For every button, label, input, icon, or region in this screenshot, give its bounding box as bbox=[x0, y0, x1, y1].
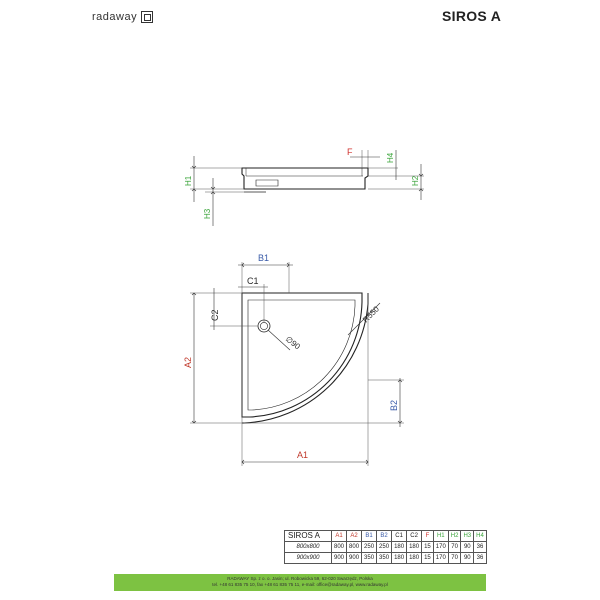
table-row: 900x900 900 900 350 350 180 180 15 170 7… bbox=[284, 552, 487, 564]
tray-inner-basin bbox=[247, 299, 356, 411]
table-cell: 250 bbox=[376, 541, 393, 553]
logo-square-icon bbox=[141, 11, 154, 23]
tray-side-profile bbox=[241, 167, 369, 190]
dimensions-table: SIROS A A1 A2 B1 B2 C1 C2 F H1 H2 H3 H4 … bbox=[284, 530, 487, 564]
table-header-cell: B1 bbox=[361, 530, 378, 542]
label-a2: A2 bbox=[183, 357, 193, 368]
table-cell: 350 bbox=[361, 552, 378, 564]
table-cell: 900x900 bbox=[284, 552, 332, 564]
table-cell: 250 bbox=[361, 541, 378, 553]
table-header-row: SIROS A A1 A2 B1 B2 C1 C2 F H1 H2 H3 H4 bbox=[284, 530, 487, 542]
footer-contact: tel. +48 61 835 75 10, fax +48 61 835 75… bbox=[212, 582, 388, 587]
table-cell: 900 bbox=[346, 552, 363, 564]
product-title: SIROS A bbox=[442, 8, 502, 24]
tray-outline bbox=[241, 292, 363, 418]
table-cell: 36 bbox=[473, 552, 487, 564]
table-header-cell: C1 bbox=[391, 530, 408, 542]
label-h1: H1 bbox=[184, 175, 193, 186]
label-b1: B1 bbox=[258, 253, 269, 263]
table-cell: 800 bbox=[330, 541, 348, 553]
table-cell: 900 bbox=[330, 552, 348, 564]
table-cell: 36 bbox=[473, 541, 487, 553]
table-header-cell: C2 bbox=[406, 530, 423, 542]
label-h4: H4 bbox=[386, 152, 395, 163]
company-footer: RADAWAY Sp. z o. o. Jasin; ul. Robowicka… bbox=[114, 574, 486, 591]
table-header-cell: F bbox=[421, 530, 434, 542]
side-view: F H4 H1 H2 H3 bbox=[184, 147, 424, 226]
table-header-cell: A1 bbox=[330, 530, 348, 542]
footer-address: RADAWAY Sp. z o. o. Jasin; ul. Robowicka… bbox=[227, 576, 373, 581]
label-f: F bbox=[347, 147, 353, 157]
table-cell: 90 bbox=[460, 552, 475, 564]
table-cell: 15 bbox=[421, 541, 434, 553]
tray-outer-curve bbox=[242, 293, 369, 424]
label-a1: A1 bbox=[297, 450, 308, 460]
table-cell: 90 bbox=[460, 541, 475, 553]
label-c2: C2 bbox=[210, 309, 220, 321]
table-cell: 180 bbox=[406, 552, 423, 564]
table-cell: 15 bbox=[421, 552, 434, 564]
label-drain-diameter: ∅90 bbox=[284, 334, 302, 351]
table-row: 800x800 800 800 250 250 180 180 15 170 7… bbox=[284, 541, 487, 553]
table-header-cell: H3 bbox=[460, 530, 475, 542]
table-header-cell: H4 bbox=[473, 530, 487, 542]
table-header-cell: H2 bbox=[447, 530, 462, 542]
table-cell: 800x800 bbox=[284, 541, 332, 553]
table-cell: 170 bbox=[432, 541, 449, 553]
table-header-cell: H1 bbox=[432, 530, 449, 542]
label-radius: R550 bbox=[361, 304, 381, 324]
label-h3: H3 bbox=[203, 208, 212, 219]
table-cell: 180 bbox=[406, 541, 423, 553]
drain-outlet-profile bbox=[255, 179, 279, 187]
label-b2: B2 bbox=[389, 400, 399, 411]
label-h2: H2 bbox=[411, 175, 420, 186]
table-header-cell: SIROS A bbox=[284, 530, 332, 542]
table-header-cell: A2 bbox=[346, 530, 363, 542]
brand-name: radaway bbox=[92, 11, 138, 23]
table-cell: 70 bbox=[447, 552, 462, 564]
plan-view: B1 C1 C2 A2 A1 B2 R550 ∅90 bbox=[183, 253, 404, 466]
table-cell: 180 bbox=[391, 552, 408, 564]
table-header-cell: B2 bbox=[376, 530, 393, 542]
table-cell: 350 bbox=[376, 552, 393, 564]
label-c1: C1 bbox=[247, 276, 259, 286]
brand-logo: radaway bbox=[92, 11, 154, 23]
table-cell: 800 bbox=[346, 541, 363, 553]
table-cell: 180 bbox=[391, 541, 408, 553]
table-cell: 70 bbox=[447, 541, 462, 553]
table-cell: 170 bbox=[432, 552, 449, 564]
